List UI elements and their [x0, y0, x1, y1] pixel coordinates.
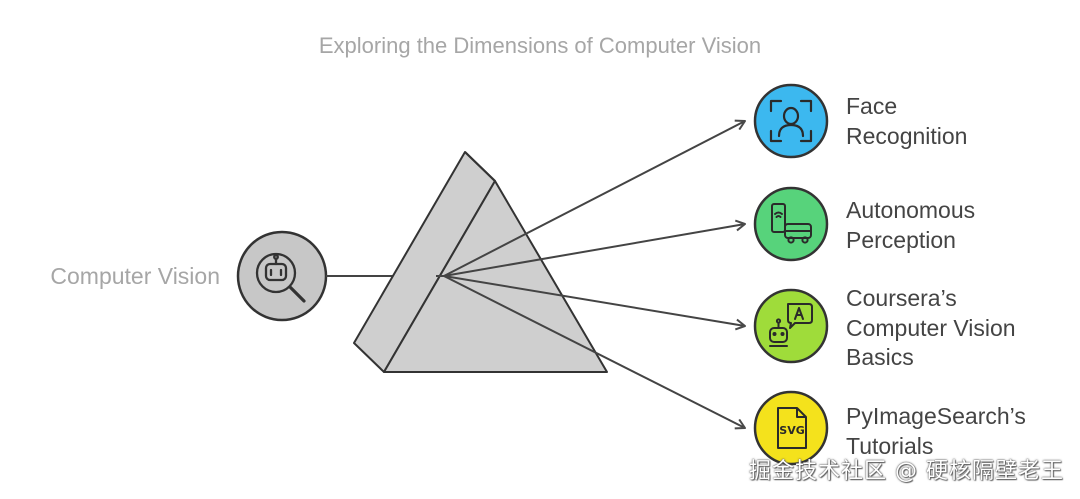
source-node	[236, 230, 328, 322]
svg-file-icon: SVG	[777, 407, 807, 449]
output-arrow-coursera	[443, 275, 746, 331]
output-label-line: Perception	[846, 227, 956, 253]
robot-magnifier-icon	[255, 252, 306, 303]
output-node-coursera: Coursera’s Computer Vision Basics	[753, 285, 1016, 370]
output-node-autonomous-perception: Autonomous Perception	[753, 186, 975, 262]
output-node-face-recognition: Face Recognition	[753, 83, 967, 159]
output-label-line: Tutorials	[846, 433, 933, 459]
output-label-line: Basics	[846, 344, 914, 370]
watermark: 掘金技术社区 @ 硬核隔壁老王	[749, 459, 1064, 484]
output-arrow-autonomous-perception	[443, 219, 746, 277]
diagram-title: Exploring the Dimensions of Computer Vis…	[319, 33, 761, 58]
output-arrow-face-recognition	[443, 119, 746, 277]
output-circle	[753, 83, 829, 159]
robot-chat-icon	[769, 303, 813, 347]
output-label-line: Coursera’s	[846, 285, 957, 311]
output-node-pyimagesearch: SVG PyImageSearch’s Tutorials	[753, 390, 1026, 466]
output-label-line: Autonomous	[846, 197, 975, 223]
svg-text:SVG: SVG	[779, 424, 804, 437]
prism	[353, 151, 608, 373]
output-label-line: Face	[846, 93, 897, 119]
autonomous-vehicle-icon	[771, 203, 812, 244]
source-circle	[236, 230, 328, 322]
output-label-line: PyImageSearch’s	[846, 403, 1026, 429]
output-label-line: Computer Vision	[846, 315, 1016, 341]
output-arrow-pyimagesearch	[443, 275, 746, 430]
face-scan-icon	[769, 99, 813, 143]
output-label-line: Recognition	[846, 123, 967, 149]
source-label: Computer Vision	[50, 263, 220, 289]
output-circle	[753, 390, 829, 466]
